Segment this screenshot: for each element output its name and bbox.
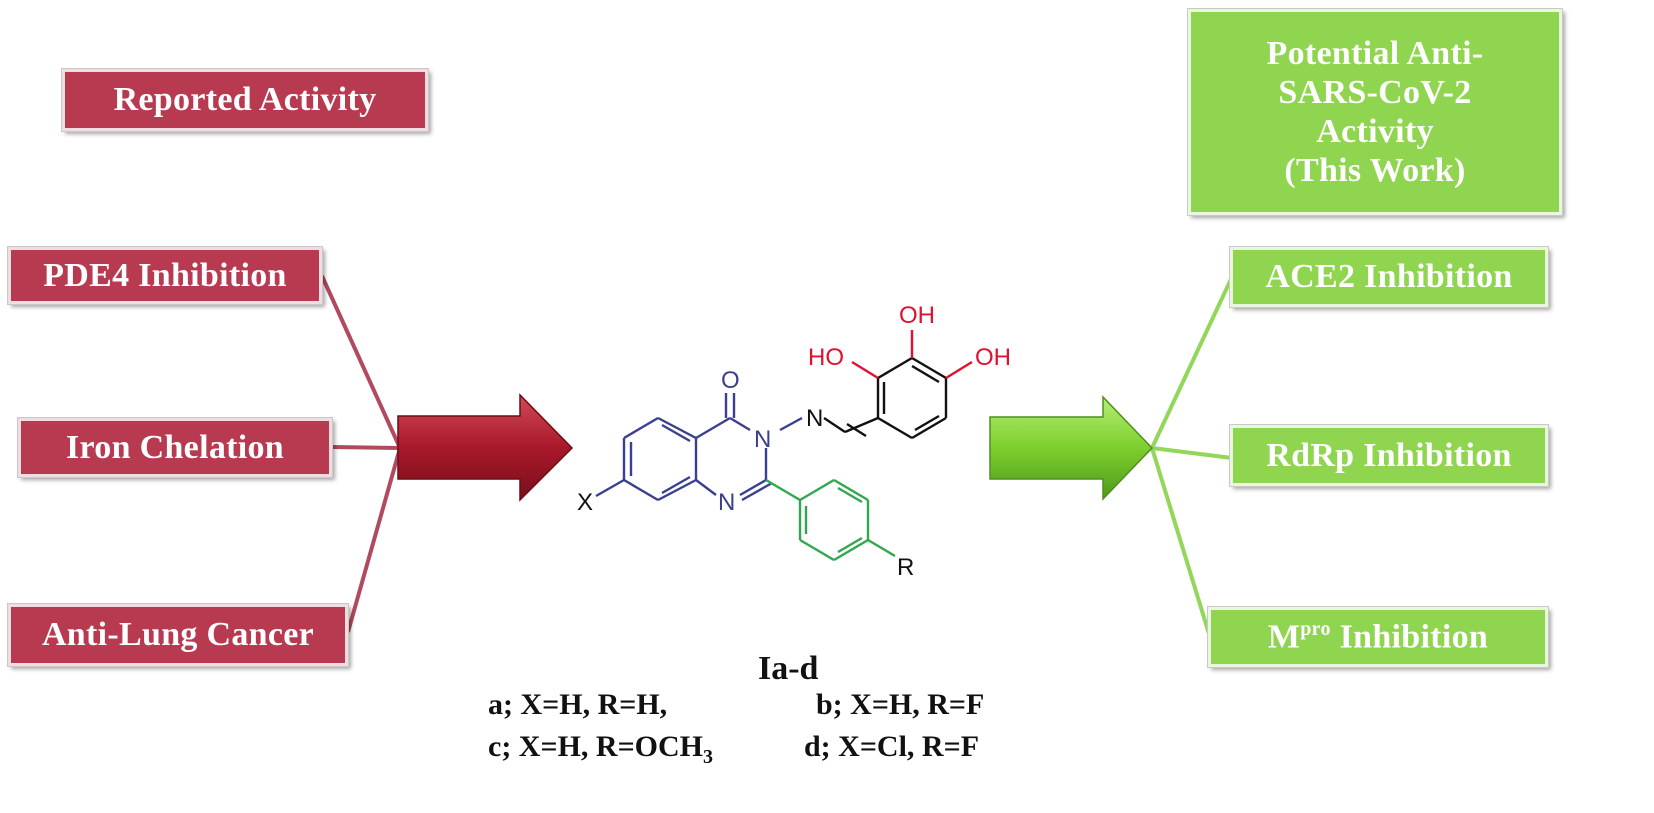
header-line-3: Activity bbox=[1316, 113, 1434, 150]
atom-labels: O N N N X R OH HO OH bbox=[577, 302, 1011, 581]
variant-b: b; X=H, R=F bbox=[816, 688, 985, 721]
target-box-rdrp: RdRp Inhibition bbox=[1229, 424, 1549, 487]
mpro-superscript: pro bbox=[1300, 617, 1331, 640]
imine-and-aryl-ring bbox=[823, 356, 948, 440]
activity-box-anti-lung-cancer: Anti-Lung Cancer bbox=[7, 603, 349, 667]
header-line-1: Potential Anti- bbox=[1266, 35, 1484, 72]
quinazolinone-core bbox=[595, 393, 803, 502]
activity-box-iron-chelation: Iron Chelation bbox=[17, 417, 333, 478]
potential-activity-header: Potential Anti- SARS-CoV-2 Activity (Thi… bbox=[1187, 8, 1563, 216]
atom-n3: N bbox=[754, 426, 771, 453]
activity-box-pde4: PDE4 Inhibition bbox=[7, 246, 323, 305]
activity-label-pde4: PDE4 Inhibition bbox=[43, 256, 287, 294]
atom-oh-right: OH bbox=[975, 344, 1011, 371]
atom-x: X bbox=[577, 489, 593, 516]
green-arrow bbox=[989, 395, 1154, 501]
target-box-ace2: ACE2 Inhibition bbox=[1229, 246, 1549, 308]
target-label-ace2: ACE2 Inhibition bbox=[1265, 258, 1513, 295]
variant-c-subscript: 3 bbox=[703, 746, 713, 768]
compound-name: Ia-d bbox=[758, 650, 819, 687]
variant-a: a; X=H, R=H, bbox=[488, 688, 668, 721]
header-line-2: SARS-CoV-2 bbox=[1278, 74, 1472, 111]
atom-ho-left: HO bbox=[808, 344, 844, 371]
hydroxyl-bonds bbox=[851, 330, 973, 380]
mpro-suffix: Inhibition bbox=[1330, 618, 1489, 656]
mpro-prefix: M bbox=[1267, 618, 1301, 656]
atom-r: R bbox=[897, 554, 914, 581]
header-line-4: (This Work) bbox=[1284, 152, 1466, 189]
right-connectors bbox=[1150, 276, 1234, 638]
atom-oh-top: OH bbox=[899, 302, 935, 329]
activity-label-anti-lung-cancer: Anti-Lung Cancer bbox=[41, 616, 315, 653]
variant-c: c; X=H, R=OCH3 bbox=[488, 730, 713, 769]
atom-n1: N bbox=[718, 489, 735, 516]
activity-label-iron-chelation: Iron Chelation bbox=[66, 428, 284, 466]
red-arrow bbox=[397, 393, 574, 502]
phenyl-ring bbox=[765, 478, 896, 562]
target-box-mpro: Mpro Inhibition bbox=[1207, 606, 1549, 668]
left-connectors bbox=[320, 275, 402, 633]
target-label-rdrp: RdRp Inhibition bbox=[1266, 436, 1512, 474]
atom-n-imine: N bbox=[806, 405, 823, 432]
reported-activity-header: Reported Activity bbox=[61, 68, 429, 132]
atom-oxygen: O bbox=[721, 367, 740, 394]
variant-d: d; X=Cl, R=F bbox=[804, 730, 980, 763]
variant-c-text: c; X=H, R=OCH bbox=[488, 730, 703, 763]
target-label-mpro: Mpro Inhibition bbox=[1268, 618, 1488, 656]
reported-activity-label: Reported Activity bbox=[113, 81, 377, 118]
